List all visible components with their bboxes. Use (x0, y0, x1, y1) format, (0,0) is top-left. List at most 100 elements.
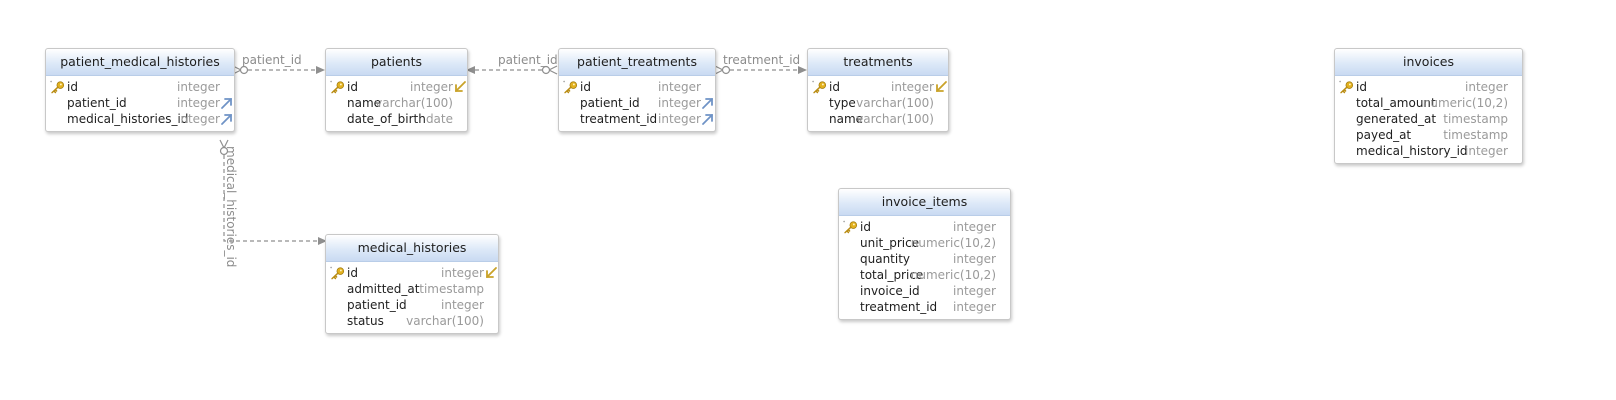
column-name: id (829, 80, 840, 94)
relationship-pt-patients[interactable] (466, 65, 558, 75)
column-type: integer (177, 112, 220, 126)
column-type: varchar(100) (375, 96, 453, 110)
column-type: integer (410, 80, 453, 94)
fk-arrow-icon (701, 112, 715, 126)
relationship-label: treatment_id (723, 53, 801, 67)
relationship-label: medical_histories_id (224, 146, 238, 268)
relationship-pmh-patients[interactable] (232, 65, 325, 75)
column-type: integer (953, 284, 996, 298)
column-type: integer (441, 266, 484, 280)
column-type: integer (953, 300, 996, 314)
column-type: numeric(10,2) (910, 236, 996, 250)
svg-text:*: * (330, 266, 332, 271)
relationship-label: patient_id (498, 53, 558, 67)
column-name: total_price (860, 268, 924, 282)
svg-text:*: * (563, 80, 565, 85)
column-row[interactable]: *id integer (46, 79, 234, 95)
column-row[interactable]: patient_id integer (46, 95, 234, 111)
column-type: integer (658, 112, 701, 126)
column-name: id (860, 220, 871, 234)
pk-ref-arrow-icon (484, 266, 498, 280)
column-name: treatment_id (580, 112, 658, 126)
pk-ref-arrow-icon (934, 80, 948, 94)
column-type: varchar(100) (856, 96, 934, 110)
key-icon: * (843, 220, 858, 234)
column-type: integer (1465, 80, 1508, 94)
relationship-pt-treatments[interactable] (714, 65, 807, 75)
column-name: name (829, 112, 864, 126)
column-type: varchar(100) (856, 112, 934, 126)
column-name: admitted_at (347, 282, 420, 296)
column-type: varchar(100) (406, 314, 484, 328)
pk-ref-arrow-icon (453, 80, 467, 94)
relationship-pmh-medical-histories[interactable] (219, 139, 327, 245)
column-type: integer (953, 252, 996, 266)
column-name: id (347, 80, 358, 94)
column-name: total_amount (1356, 96, 1436, 110)
column-name: id (580, 80, 591, 94)
entity-title: invoices (1335, 49, 1522, 76)
key-icon: * (50, 80, 65, 94)
column-row[interactable]: *id integer (326, 79, 467, 95)
column-row[interactable]: * id integer (559, 79, 715, 95)
column-type: integer (891, 80, 934, 94)
key-icon: * (1339, 80, 1354, 94)
entity-title: patients (326, 49, 467, 76)
column-name: patient_id (67, 96, 127, 110)
key-icon: * (563, 80, 578, 94)
column-type: integer (658, 96, 701, 110)
entity-title: patient_medical_histories (46, 49, 234, 76)
column-name: id (347, 266, 358, 280)
entity-title: patient_treatments (559, 49, 715, 76)
column-type: integer (177, 96, 220, 110)
column-row[interactable]: treatment_id integer (839, 299, 1010, 315)
column-row[interactable]: * id integer (326, 265, 498, 281)
column-name: id (67, 80, 78, 94)
column-name: name (347, 96, 382, 110)
key-icon: * (330, 80, 345, 94)
column-type: integer (177, 80, 220, 94)
column-type: integer (658, 80, 701, 94)
column-type: timestamp (419, 282, 484, 296)
column-type: integer (1465, 144, 1508, 158)
column-type: date (425, 112, 453, 126)
column-name: payed_at (1356, 128, 1412, 142)
column-name: treatment_id (860, 300, 938, 314)
entity-title: medical_histories (326, 235, 498, 262)
